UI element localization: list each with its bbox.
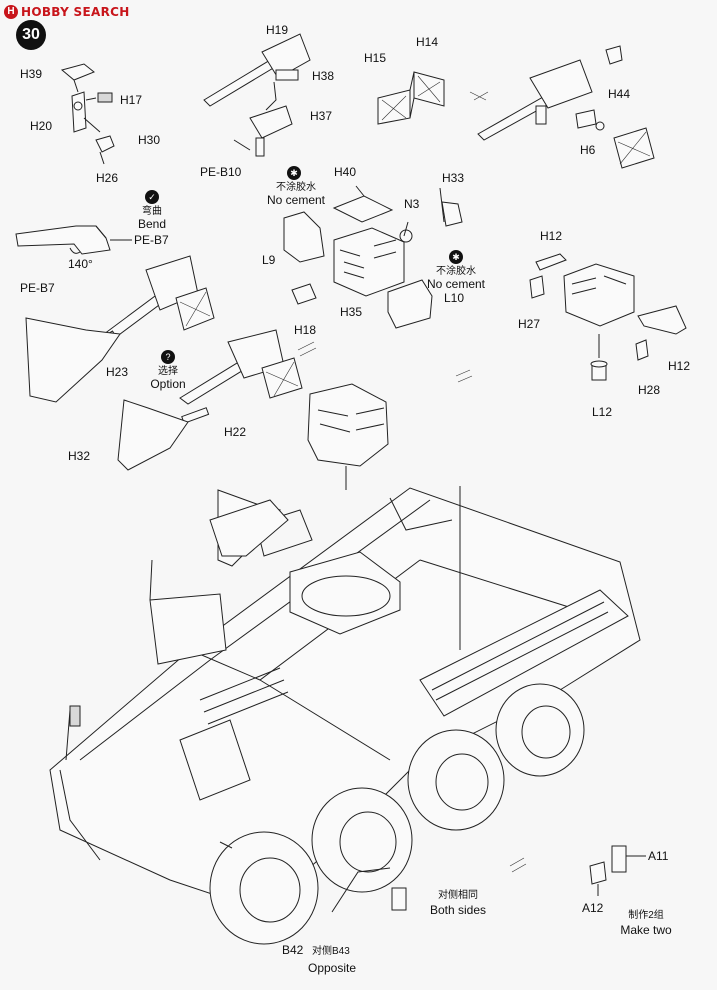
- pe-b7-bend-group: [15, 225, 132, 255]
- part-label-h12-top: H12: [540, 229, 563, 243]
- part-label-h35: H35: [340, 305, 363, 319]
- part-label-h32: H32: [68, 449, 91, 463]
- part-label-h15: H15: [364, 51, 387, 65]
- part-label-a12: A12: [582, 901, 604, 915]
- opposite-label-en: Opposite: [307, 961, 357, 975]
- part-label-h30: H30: [138, 133, 161, 147]
- bend-label-en: Bend: [137, 217, 167, 231]
- part-label-h37: H37: [310, 109, 333, 123]
- brand-text: HOBBY SEARCH: [21, 5, 130, 19]
- bend-angle-label: 140°: [68, 257, 93, 271]
- part-label-h23: H23: [106, 365, 129, 379]
- no-cement-label-cn-1: 不涂胶水: [276, 182, 316, 193]
- part-label-pe-b10: PE-B10: [200, 165, 242, 179]
- part-label-h40: H40: [334, 165, 357, 179]
- part-label-h20: H20: [30, 119, 53, 133]
- part-label-pe-b7-top: PE-B7: [134, 233, 169, 247]
- option-label-en: Option: [150, 377, 186, 391]
- direction-arrows-group: [297, 341, 527, 873]
- opposite-label-cn: 对侧B43: [312, 946, 350, 957]
- part-label-h22: H22: [224, 425, 247, 439]
- part-label-a11: A11: [648, 849, 669, 863]
- h19-gun-group: [203, 33, 311, 157]
- hobby-search-logo-icon: H: [4, 5, 18, 19]
- part-label-h17: H17: [120, 93, 143, 107]
- bend-label-cn: 弯曲: [142, 206, 162, 217]
- part-label-l9: L9: [262, 253, 276, 267]
- part-label-h26: H26: [96, 171, 119, 185]
- part-label-b42: B42: [282, 943, 304, 957]
- main-turret-group: [307, 383, 389, 490]
- step-number-badge: 30: [16, 20, 46, 50]
- part-label-l10: L10: [444, 291, 465, 305]
- make-two-label-en: Make two: [620, 923, 672, 937]
- make-two-label-cn: 制作2组: [628, 910, 664, 921]
- part-label-n3: N3: [404, 197, 420, 211]
- stryker-vehicle-group: [49, 486, 641, 945]
- turret-subassembly-group: [283, 185, 463, 329]
- right-turret-group: [529, 253, 687, 381]
- part-label-h38: H38: [312, 69, 335, 83]
- part-label-h39: H39: [20, 67, 43, 81]
- part-label-pe-b7-left: PE-B7: [20, 281, 55, 295]
- hobby-search-watermark: H HOBBY SEARCH: [4, 3, 130, 21]
- both-sides-label-en: Both sides: [429, 903, 487, 917]
- question-icon: ?: [161, 350, 175, 364]
- no-cement-label-en-1: No cement: [266, 193, 326, 207]
- h44-gun-group: [477, 45, 655, 169]
- option-label-cn: 选择: [158, 366, 178, 377]
- part-label-h19: H19: [266, 23, 289, 37]
- no-glue-icon: ✱: [287, 166, 301, 180]
- part-label-h6: H6: [580, 143, 596, 157]
- option-guns-group: [92, 255, 303, 424]
- part-label-h44: H44: [608, 87, 631, 101]
- h14-h15-ammo-box-group: [377, 71, 489, 125]
- no-glue-icon: ✱: [449, 250, 463, 264]
- no-cement-label-en-2: No cement: [426, 277, 486, 291]
- part-label-h28: H28: [638, 383, 661, 397]
- periscope-parts-group: [60, 63, 115, 165]
- bend-icon: ✓: [145, 190, 159, 204]
- part-label-h18: H18: [294, 323, 317, 337]
- part-label-l12: L12: [592, 405, 613, 419]
- no-cement-label-cn-2: 不涂胶水: [436, 266, 476, 277]
- part-label-h12-right: H12: [668, 359, 691, 373]
- a11-a12-parts-group: [589, 845, 646, 896]
- both-sides-label-cn: 对侧相同: [438, 890, 478, 901]
- part-label-h27: H27: [518, 317, 541, 331]
- part-label-h33: H33: [442, 171, 465, 185]
- part-label-h14: H14: [416, 35, 439, 49]
